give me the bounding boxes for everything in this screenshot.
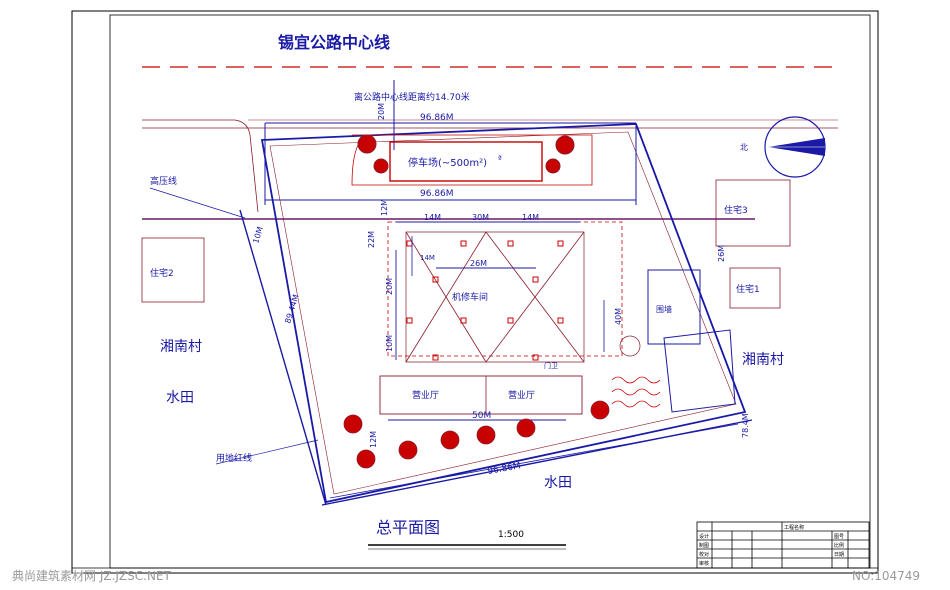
dim-10m: 10M <box>385 335 394 352</box>
svg-text:制图: 制图 <box>699 542 709 549</box>
hall-center-label: 机修车间 <box>452 291 488 303</box>
field-bottom-label: 水田 <box>544 475 572 491</box>
svg-text:工程名称: 工程名称 <box>784 524 804 531</box>
truss-4 <box>485 231 585 363</box>
dim-40m: 40M <box>614 308 623 325</box>
dim-14m-b: 14M <box>522 213 539 222</box>
svg-text:日期: 日期 <box>834 552 844 558</box>
road-label: 锡宜公路中心线 <box>278 33 390 52</box>
dim-left-edge: 89.44M <box>283 293 300 324</box>
shrub <box>619 335 641 357</box>
tree-row-bottom <box>343 400 610 469</box>
drawing-frame <box>109 14 871 569</box>
dim-14m-c: 14M <box>420 254 435 262</box>
dim-50m: 50M <box>472 411 491 421</box>
dim-14m-a: 14M <box>424 213 441 222</box>
watermark-left: 典尚建筑素材网 JZ.JZSC.NET <box>12 568 172 583</box>
house2-label: 住宅2 <box>150 267 174 279</box>
dim-bottom-line <box>329 423 739 499</box>
svg-text:北: 北 <box>740 143 748 152</box>
tree-parking-left <box>357 134 389 174</box>
power-line-label: 高压线 <box>150 175 177 187</box>
dim-mid-text: 96.86M <box>420 189 454 199</box>
dim-30m: 30M <box>472 213 489 222</box>
red-line-leader <box>215 439 319 465</box>
red-line-label: 用地红线 <box>216 452 252 464</box>
house2-box <box>141 237 205 303</box>
hall-right-label: 营业厅 <box>508 389 535 401</box>
house3-label: 住宅3 <box>724 204 748 216</box>
dim-20m-mid: 20M <box>385 278 394 295</box>
tree-parking-right <box>545 135 575 174</box>
site-boundary-inner <box>269 131 737 495</box>
svg-text:审核: 审核 <box>699 560 709 567</box>
dim-20m-top: 20M <box>377 103 386 120</box>
hall-left-label: 营业厅 <box>412 389 439 401</box>
village-right-label: 湘南村 <box>742 352 784 368</box>
dim-bottom-text: 96.86M <box>487 461 522 477</box>
gate-label: 门卫 <box>544 361 558 370</box>
north-arrow-icon: 北 <box>740 116 826 178</box>
svg-text:校对: 校对 <box>699 551 709 558</box>
svg-text:比例: 比例 <box>834 542 844 549</box>
house1-label: 住宅1 <box>736 283 760 295</box>
left-boundary-line <box>239 209 327 506</box>
svg-text:设计: 设计 <box>699 533 709 540</box>
house1-box <box>729 267 781 309</box>
side-block <box>663 329 736 413</box>
bottom-boundary-line <box>321 419 753 506</box>
scale-label: 1:500 <box>498 530 524 540</box>
hall-block <box>379 375 583 415</box>
right-boundary-line <box>635 123 746 413</box>
side-building-label: 围墙 <box>656 304 672 314</box>
parking-mark: ª <box>498 154 502 163</box>
village-left-label: 湘南村 <box>160 339 202 355</box>
dim-26m: 26M <box>470 259 487 268</box>
dim-12m-bot: 12M <box>369 431 378 448</box>
sheet-frame <box>71 10 879 574</box>
building-outline <box>405 231 585 363</box>
field-left-label: 水田 <box>166 390 194 406</box>
gate-path <box>611 376 661 408</box>
road-curve-left <box>142 119 259 213</box>
title-block-text: 工程名称 设计 图号 制图 比例 校对 日期 审核 <box>699 524 844 567</box>
house3-box <box>715 179 791 247</box>
power-line-leader <box>149 187 246 219</box>
truss-2 <box>405 231 487 363</box>
side-building <box>647 269 701 345</box>
road-offset-note: 离公路中心线距离约14.70米 <box>354 91 470 103</box>
dim-right-edge: 78.4M <box>741 413 750 438</box>
svg-text:图号: 图号 <box>834 534 844 540</box>
drawing-title: 总平面图 <box>376 518 440 537</box>
parking-label: 停车场(~500m²) <box>408 156 487 169</box>
title-block <box>696 521 870 569</box>
dim-26m-right: 26M <box>717 245 726 262</box>
building-dashed-outline <box>387 221 623 357</box>
dim-10m-left: 10M <box>251 226 265 245</box>
dim-top-text: 96.86M <box>420 113 454 123</box>
watermark-right: NO:104749 <box>852 569 920 583</box>
dim-12m: 12M <box>380 199 389 216</box>
dim-22m: 22M <box>367 231 376 248</box>
